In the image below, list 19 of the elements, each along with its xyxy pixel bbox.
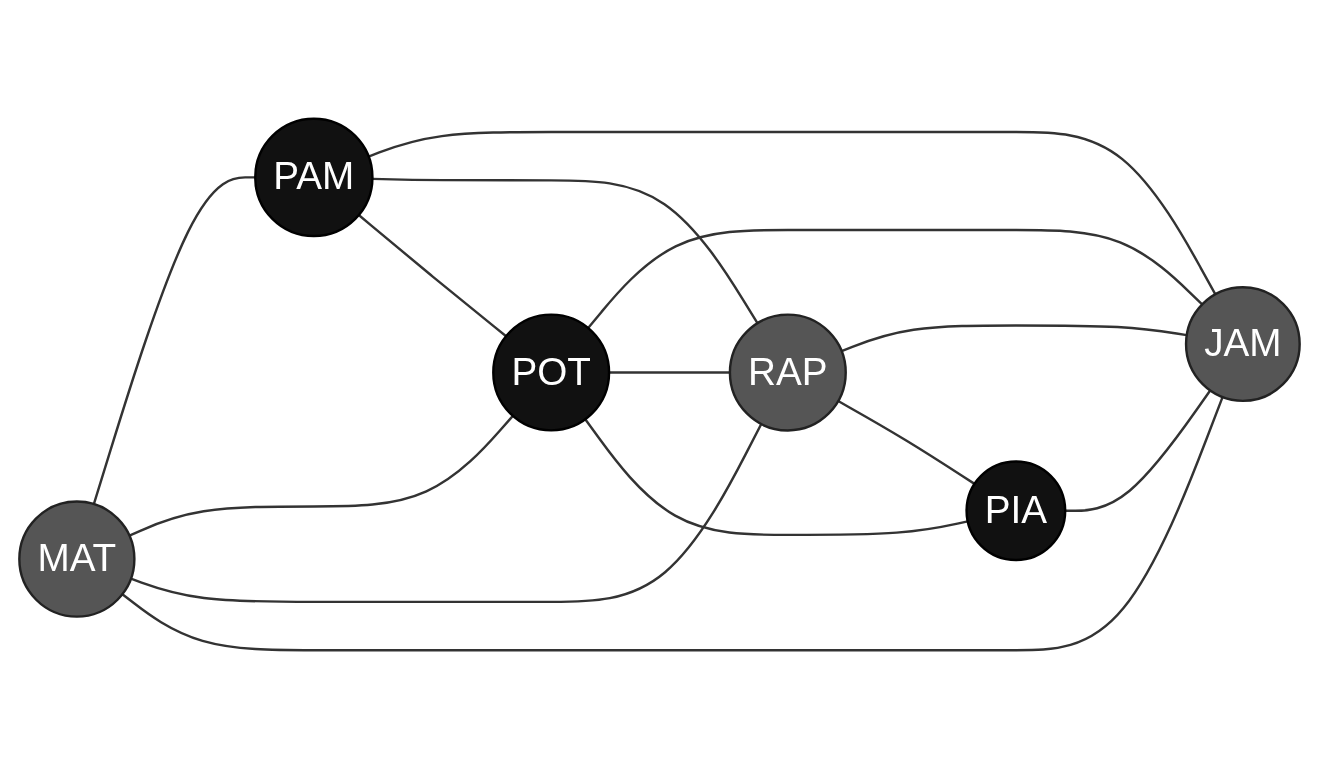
connector (358, 214, 507, 338)
node-circle: PAM (254, 117, 374, 238)
connector (121, 396, 1224, 652)
connector (609, 371, 730, 374)
connector (584, 418, 968, 537)
connector (1065, 389, 1212, 512)
node-circle: PIA (965, 460, 1067, 562)
node-circle: MAT (18, 500, 136, 618)
node-circle: JAM (1184, 286, 1301, 403)
connector (372, 177, 759, 324)
connector (837, 400, 976, 485)
connector (92, 176, 256, 505)
connector (841, 324, 1187, 353)
connector (587, 228, 1203, 329)
node-circle: POT (492, 313, 611, 432)
connector (368, 130, 1217, 295)
node-circle: RAP (728, 313, 847, 432)
connector (128, 415, 514, 537)
connector (130, 423, 763, 604)
